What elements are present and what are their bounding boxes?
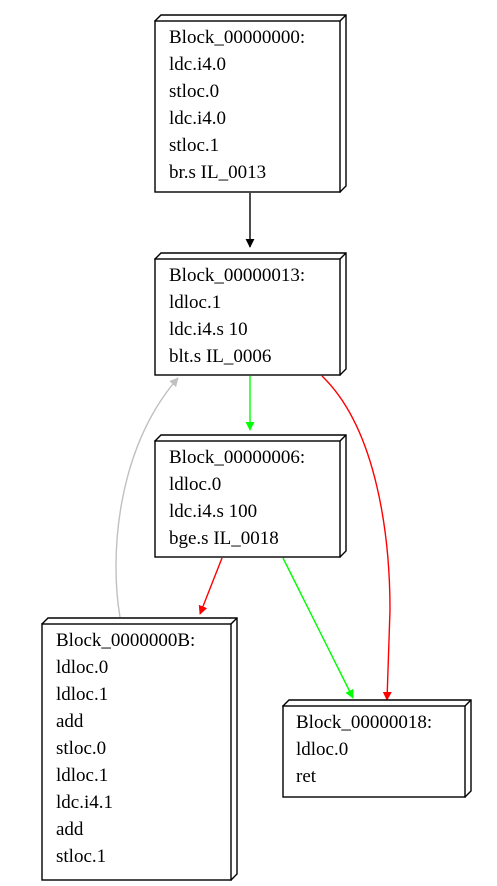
block-node: Block_00000018: ldloc.0 ret bbox=[281, 699, 472, 798]
instruction: ret bbox=[296, 766, 317, 787]
block-node: Block_0000000B: ldloc.0 ldloc.1 add stlo… bbox=[41, 617, 238, 882]
block-box bbox=[154, 20, 341, 193]
instruction: add bbox=[56, 819, 84, 840]
block-node: Block_00000000: ldc.i4.0 stloc.0 ldc.i4.… bbox=[153, 14, 347, 193]
instruction: blt.s IL_0006 bbox=[169, 346, 271, 367]
instruction: ldc.i4.1 bbox=[56, 792, 113, 813]
block-node: Block_00000006: ldloc.0 ldc.i4.s 100 bge… bbox=[153, 434, 347, 558]
instruction: ldloc.1 bbox=[56, 765, 108, 786]
instruction: stloc.1 bbox=[56, 846, 106, 867]
instruction: ldc.i4.0 bbox=[169, 108, 226, 129]
instruction: ldc.i4.s 100 bbox=[169, 501, 257, 522]
block-box bbox=[41, 623, 232, 881]
instruction: ldloc.0 bbox=[169, 474, 221, 495]
instruction: ldloc.0 bbox=[56, 657, 108, 678]
block-box bbox=[154, 258, 341, 376]
instruction: stloc.1 bbox=[169, 135, 219, 156]
instruction: ldloc.1 bbox=[169, 292, 221, 313]
block-label: Block_00000006: bbox=[169, 447, 305, 468]
instruction: br.s IL_0013 bbox=[169, 162, 266, 183]
edge-b6-to-bB bbox=[198, 557, 223, 615]
block-label: Block_0000000B: bbox=[56, 630, 195, 651]
instruction: ldc.i4.0 bbox=[169, 54, 226, 75]
block-box bbox=[282, 705, 466, 798]
block-box bbox=[154, 440, 341, 558]
instruction: ldloc.1 bbox=[56, 684, 108, 705]
edges-layer bbox=[115, 193, 392, 701]
instruction: ldc.i4.s 10 bbox=[169, 319, 248, 340]
block-label: Block_00000000: bbox=[169, 27, 305, 48]
instruction: stloc.0 bbox=[169, 81, 219, 102]
edge-b13-to-b18 bbox=[321, 375, 392, 701]
instruction: add bbox=[56, 711, 84, 732]
edge-bB-to-b13 bbox=[115, 377, 179, 618]
instruction: ldloc.0 bbox=[296, 739, 348, 760]
instruction: bge.s IL_0018 bbox=[169, 528, 279, 549]
edge-b6-to-b18 bbox=[282, 557, 354, 699]
block-label: Block_00000013: bbox=[169, 265, 305, 286]
instruction: stloc.0 bbox=[56, 738, 106, 759]
block-label: Block_00000018: bbox=[296, 712, 432, 733]
block-node: Block_00000013: ldloc.1 ldc.i4.s 10 blt.… bbox=[153, 252, 347, 376]
